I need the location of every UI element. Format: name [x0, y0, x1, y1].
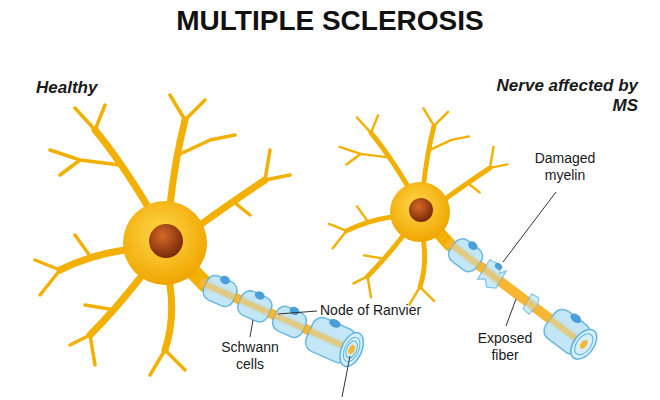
part-label: Node of Ranvier: [320, 302, 450, 319]
part-label: Exposed fiber: [470, 330, 540, 364]
part-label: Schwann cells: [214, 339, 286, 373]
healthy-neuron: [35, 95, 369, 375]
diagram-title: MULTIPLE SCLEROSIS: [0, 4, 660, 38]
leader-lines: [250, 192, 556, 397]
panel-heading: Nerve affected by MS: [478, 76, 638, 117]
panel-heading: Healthy: [36, 78, 146, 98]
affected-neuron: [329, 108, 604, 364]
part-label: Damaged myelin: [525, 150, 605, 184]
